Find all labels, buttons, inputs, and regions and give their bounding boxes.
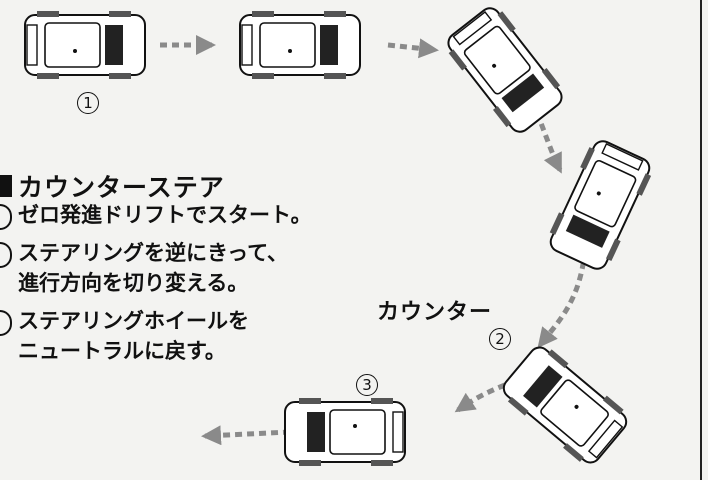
step-2-line-2: 進行方向を切り変える。 bbox=[18, 271, 249, 295]
car-icon bbox=[496, 339, 634, 471]
step-1: ゼロ発進ドリフトでスタート。 bbox=[0, 200, 340, 230]
step-2: ステアリングを逆にきって、 進行方向を切り変える。 bbox=[0, 238, 340, 298]
car-icon bbox=[239, 10, 361, 80]
page-border bbox=[700, 0, 702, 480]
car-icon bbox=[24, 10, 146, 80]
car-icon bbox=[542, 135, 658, 275]
step-marker-2: 2 bbox=[489, 328, 511, 350]
heading-square-icon bbox=[0, 175, 12, 197]
step-bracket-icon bbox=[0, 242, 12, 268]
step-list: ゼロ発進ドリフトでスタート。 ステアリングを逆にきって、 進行方向を切り変える。… bbox=[0, 200, 340, 366]
heading-text: カウンターステア bbox=[18, 173, 225, 202]
step-1-line-1: ゼロ発進ドリフトでスタート。 bbox=[18, 203, 312, 227]
step-3-line-2: ニュートラルに戻す。 bbox=[18, 339, 226, 363]
counter-label: カウンター bbox=[377, 300, 493, 325]
step-bracket-icon bbox=[0, 204, 12, 230]
step-bracket-icon bbox=[0, 310, 12, 336]
step-marker-1: 1 bbox=[77, 92, 99, 114]
step-3-line-1: ステアリングホイールを bbox=[18, 309, 249, 333]
step-3: ステアリングホイールを ニュートラルに戻す。 bbox=[0, 306, 340, 366]
step-2-line-1: ステアリングを逆にきって、 bbox=[18, 241, 289, 265]
section-heading: カウンターステア bbox=[0, 168, 225, 204]
car-icon bbox=[284, 397, 406, 467]
car-icon bbox=[440, 0, 570, 140]
step-marker-3: 3 bbox=[356, 374, 378, 396]
